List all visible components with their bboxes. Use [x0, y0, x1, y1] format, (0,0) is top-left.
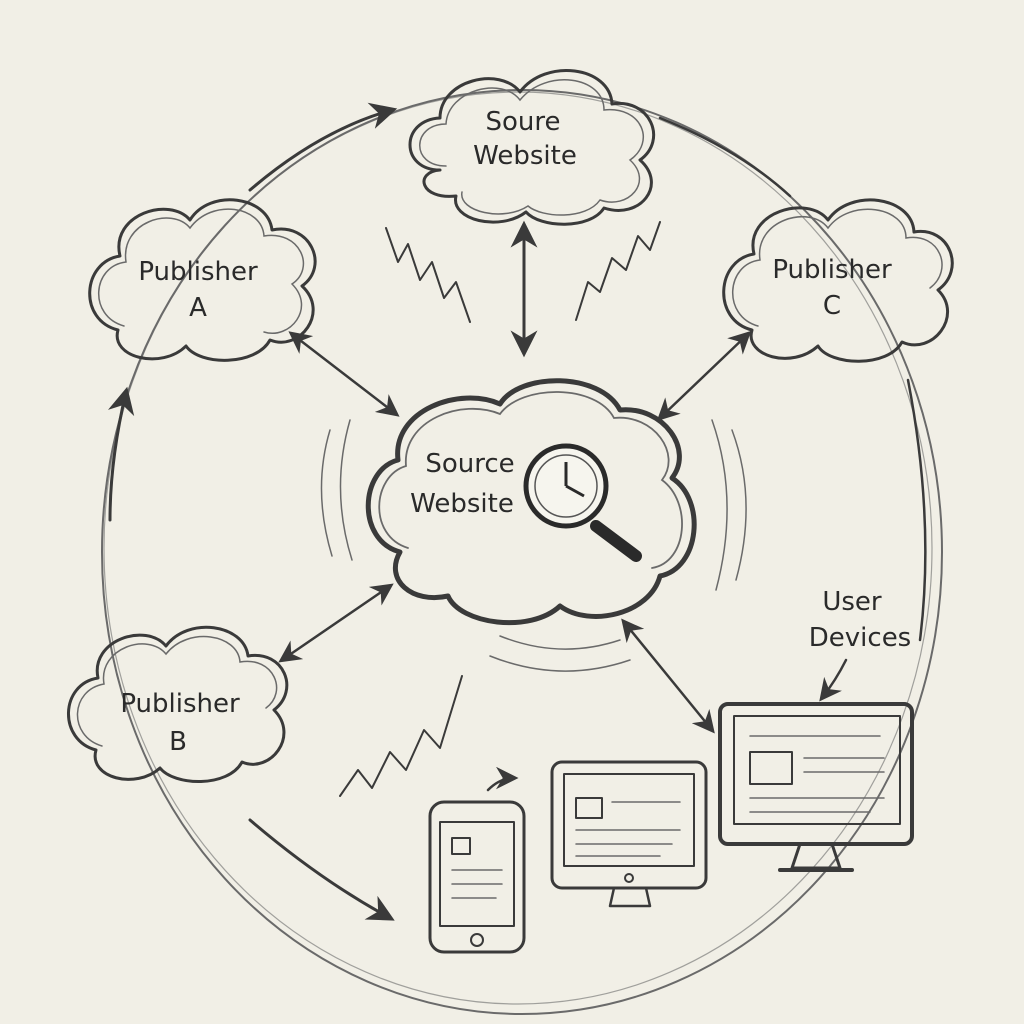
- cloud-top-line2: Website: [473, 141, 577, 171]
- desktop-monitor-icon: [718, 702, 914, 872]
- outer-cycle: [101, 89, 943, 1015]
- connections: [278, 220, 752, 792]
- cloud-publisher-b: Publisher B: [67, 625, 289, 784]
- phone-device-icon: [428, 800, 526, 954]
- user-devices-annotation: User Devices: [809, 587, 911, 702]
- center-line1: Source: [425, 449, 514, 479]
- signal-zigzags: [339, 221, 661, 797]
- cycle-arrows: [107, 102, 927, 921]
- tablet-device-icon: [550, 760, 708, 908]
- center-line2: Website: [410, 489, 514, 519]
- publisher-b-line2: B: [169, 727, 187, 757]
- publisher-b-line1: Publisher: [120, 689, 240, 719]
- user-devices-line1: User: [822, 587, 882, 617]
- cloud-publisher-c: Publisher C: [722, 198, 954, 363]
- publisher-a-line2: A: [189, 293, 207, 323]
- clock-magnifier-icon: [523, 443, 642, 562]
- cloud-publisher-a: Publisher A: [88, 198, 317, 362]
- cloud-top-line1: Soure: [485, 107, 560, 137]
- cloud-center-source: Source Website: [320, 378, 747, 672]
- publisher-c-line1: Publisher: [772, 255, 892, 285]
- cloud-top-source: Soure Website: [408, 69, 656, 226]
- publisher-c-line2: C: [823, 291, 841, 321]
- publisher-a-line1: Publisher: [138, 257, 258, 287]
- user-devices-line2: Devices: [809, 623, 911, 653]
